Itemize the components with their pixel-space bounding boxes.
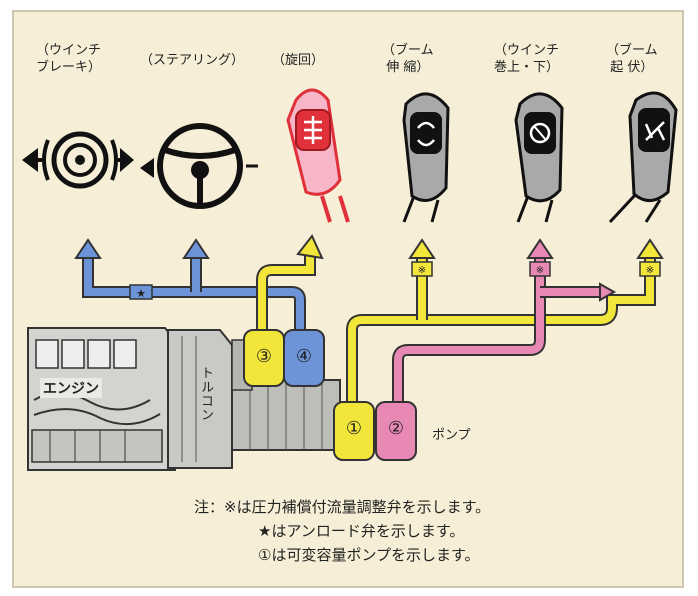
svg-text:※: ※ (418, 265, 426, 276)
yellow-boom-line: ※ ※ (346, 238, 664, 402)
label-boom-raise: （ブーム 起 伏） (606, 42, 658, 76)
pump-unit-1 (333, 401, 375, 461)
torque-converter-label: トルコン (198, 366, 213, 422)
note-line-2: ★はアンロード弁を示します。 (258, 522, 465, 540)
pump-unit-2 (375, 401, 417, 461)
pump-unit-4 (283, 329, 325, 387)
svg-text:※: ※ (536, 265, 544, 276)
pump-unit-1-number: ① (345, 418, 363, 439)
steering-wheel-icon (140, 123, 258, 209)
label-winch-brake-text: （ウインチ ブレーキ） (36, 43, 102, 75)
note-line-3: ①は可変容量ポンプを示します。 (258, 546, 480, 564)
pump-label: ポンプ (432, 428, 471, 443)
brake-drum-icon (22, 131, 134, 189)
svg-text:★: ★ (136, 287, 146, 300)
winch-lever-icon (514, 92, 564, 223)
pump-unit-4-number: ④ (295, 346, 313, 367)
label-winch-updown: （ウインチ 巻上・下） (494, 42, 559, 76)
yellow-swing-line (256, 234, 324, 332)
svg-text:※: ※ (646, 265, 654, 276)
engine-block (27, 327, 176, 471)
label-boom-raise-text: （ブーム 起 伏） (606, 43, 658, 75)
blue-hydraulic-line: ★ (74, 238, 306, 330)
pump-unit-2-number: ② (387, 418, 405, 439)
label-steering-text: （ステアリング） (140, 53, 245, 68)
engine-label: エンジン (40, 378, 102, 398)
boom-telescope-lever-icon (402, 92, 450, 223)
label-boom-telescope-text: （ブーム 伸 縮） (382, 43, 434, 75)
swing-lever-icon (286, 88, 350, 223)
label-steering: （ステアリング） (140, 52, 244, 69)
diagram-frame (12, 10, 684, 588)
label-winch-brake: （ウインチ ブレーキ） (36, 42, 101, 76)
pump-unit-3-number: ③ (255, 346, 273, 367)
label-swing-text: （旋回） (272, 53, 325, 68)
note-line-1: 注：※は圧力補償付流量調整弁を示します。 (194, 498, 491, 516)
label-winch-updown-text: （ウインチ 巻上・下） (494, 43, 560, 75)
pink-winch-line: ※ (392, 238, 617, 402)
boom-raise-lever-icon (608, 91, 678, 224)
label-boom-telescope: （ブーム 伸 縮） (382, 42, 434, 76)
label-swing: （旋回） (272, 52, 324, 69)
